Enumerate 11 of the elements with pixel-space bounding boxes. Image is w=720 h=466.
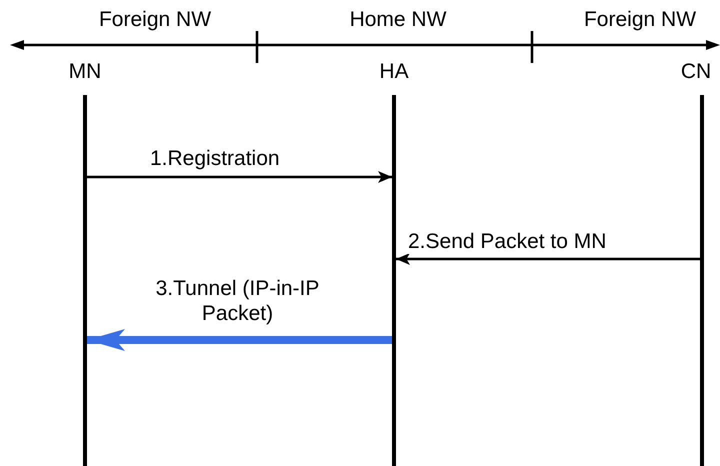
lifeline — [392, 95, 396, 466]
arrow — [87, 171, 392, 183]
arrow — [396, 253, 700, 265]
entity-label: MN — [68, 60, 102, 84]
network-label: Foreign NW — [98, 8, 212, 32]
lifeline — [83, 95, 87, 466]
entity-label: CN — [680, 60, 712, 84]
network-label: Foreign NW — [584, 8, 696, 32]
lifeline — [700, 95, 704, 466]
entity-label: HA — [379, 60, 409, 84]
network-label: Home NW — [350, 8, 446, 32]
